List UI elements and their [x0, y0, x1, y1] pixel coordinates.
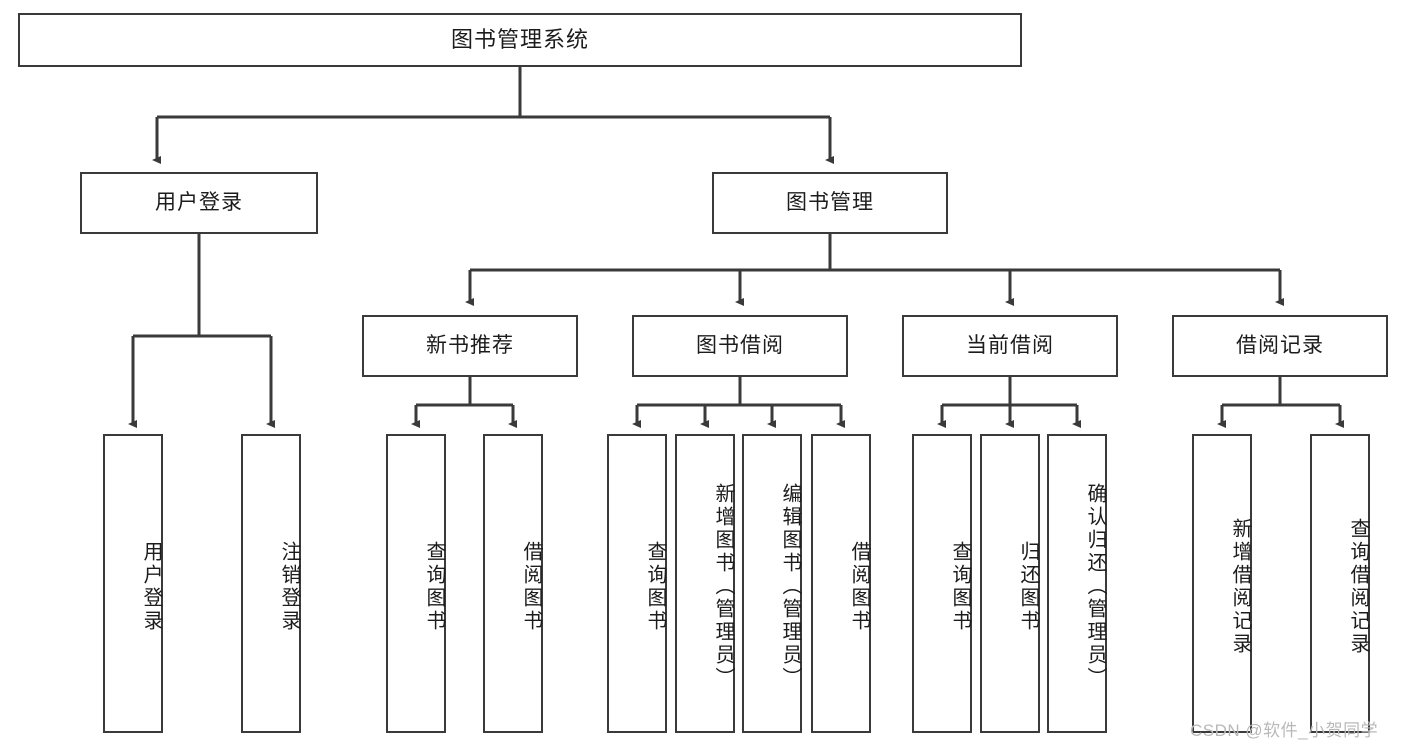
node-new-book-recommend[interactable]: 新书推荐: [362, 315, 578, 377]
leaf-label: 借阅图书: [520, 540, 542, 633]
node-root[interactable]: 图书管理系统: [18, 13, 1022, 67]
leaf-current-query-book[interactable]: 查询图书: [912, 434, 972, 733]
node-book-management[interactable]: 图书管理: [712, 172, 948, 234]
leaf-label: 用户登录: [140, 540, 162, 633]
leaf-label: 确认归还（管理员）: [1084, 483, 1106, 690]
leaf-new-book-borrow[interactable]: 借阅图书: [483, 434, 543, 733]
leaf-borrow-query-book[interactable]: 查询图书: [607, 434, 667, 733]
leaf-current-return-book[interactable]: 归还图书: [980, 434, 1040, 733]
node-borrow-record[interactable]: 借阅记录: [1172, 315, 1388, 377]
node-user-login[interactable]: 用户登录: [80, 172, 318, 234]
leaf-record-query-record[interactable]: 查询借阅记录: [1310, 434, 1370, 733]
leaf-borrow-borrow-book[interactable]: 借阅图书: [811, 434, 871, 733]
leaf-user-login-login[interactable]: 用户登录: [103, 434, 163, 733]
leaf-label: 查询图书: [644, 540, 666, 633]
leaf-current-confirm-return-admin[interactable]: 确认归还（管理员）: [1047, 434, 1107, 733]
leaf-user-login-logout[interactable]: 注销登录: [241, 434, 301, 733]
leaf-label: 查询图书: [949, 540, 971, 633]
node-book-borrow[interactable]: 图书借阅: [632, 315, 848, 377]
leaf-label: 注销登录: [278, 540, 300, 633]
leaf-record-add-record[interactable]: 新增借阅记录: [1192, 434, 1252, 733]
leaf-label: 编辑图书（管理员）: [779, 483, 801, 690]
leaf-label: 借阅图书: [848, 540, 870, 633]
leaf-label: 新增图书（管理员）: [712, 483, 734, 690]
leaf-label: 归还图书: [1017, 540, 1039, 633]
node-current-borrow[interactable]: 当前借阅: [902, 315, 1118, 377]
watermark: CSDN @软件_小贺同学: [1190, 721, 1379, 740]
leaf-label: 查询借阅记录: [1347, 517, 1369, 656]
leaf-label: 查询图书: [423, 540, 445, 633]
leaf-borrow-edit-book-admin[interactable]: 编辑图书（管理员）: [742, 434, 802, 733]
leaf-borrow-add-book-admin[interactable]: 新增图书（管理员）: [675, 434, 735, 733]
leaf-label: 新增借阅记录: [1229, 517, 1251, 656]
leaf-new-book-query[interactable]: 查询图书: [386, 434, 446, 733]
